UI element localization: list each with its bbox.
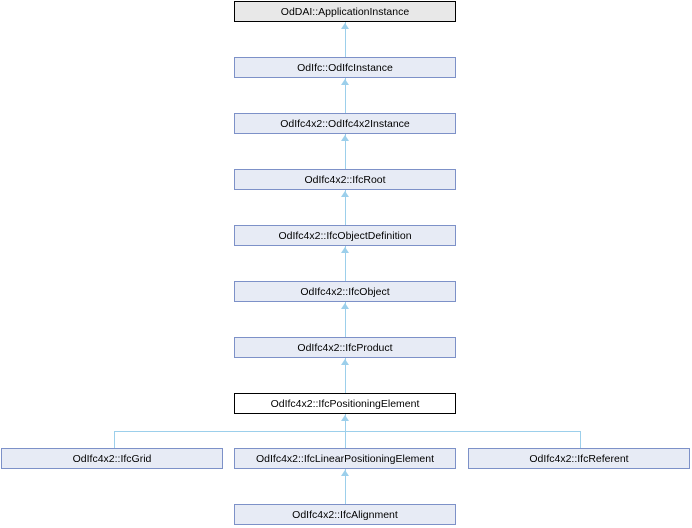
class-node-label: OdIfc4x2::IfcObjectDefinition [278, 229, 412, 242]
inheritance-edge-line [114, 431, 115, 448]
inheritance-edge-line [345, 78, 346, 113]
inheritance-edge-line [580, 431, 581, 448]
class-node-label: OdIfc4x2::IfcGrid [72, 452, 152, 465]
class-node-odifc4x2-ifcroot[interactable]: OdIfc4x2::IfcRoot [234, 169, 456, 190]
class-node-label: OdIfc4x2::IfcObject [300, 285, 390, 298]
class-node-label: OdIfc4x2::IfcReferent [529, 452, 629, 465]
arrow-up-icon [341, 247, 349, 253]
class-node-label: OdIfc4x2::IfcProduct [297, 341, 393, 354]
class-node-odifc4x2-ifcproduct[interactable]: OdIfc4x2::IfcProduct [234, 337, 456, 358]
arrow-up-icon [341, 303, 349, 309]
arrow-up-icon [341, 191, 349, 197]
class-node-label: OdIfc4x2::OdIfc4x2Instance [280, 117, 410, 130]
inheritance-edge-line [345, 431, 346, 448]
inheritance-edge-line [345, 22, 346, 57]
arrow-up-icon [341, 359, 349, 365]
inheritance-edge-line [345, 358, 346, 393]
class-node-label: OdIfc4x2::IfcLinearPositioningElement [255, 452, 434, 465]
class-node-label: OdIfc::OdIfcInstance [297, 61, 393, 74]
class-node-label: OdIfc4x2::IfcAlignment [292, 508, 398, 521]
arrow-up-icon [341, 79, 349, 85]
arrow-up-icon [341, 23, 349, 29]
inheritance-edge-bus [114, 431, 580, 432]
inheritance-edge-line [345, 190, 346, 225]
class-node-odifc4x2-ifclinearpositioningelement[interactable]: OdIfc4x2::IfcLinearPositioningElement [234, 448, 456, 469]
class-node-odifc4x2-ifcgrid[interactable]: OdIfc4x2::IfcGrid [1, 448, 223, 469]
class-node-label: OdIfc4x2::IfcPositioningElement [270, 397, 420, 410]
inheritance-edge-line [345, 469, 346, 504]
class-node-odifc-odifcinstance[interactable]: OdIfc::OdIfcInstance [234, 57, 456, 78]
inheritance-edge-line [345, 246, 346, 281]
class-node-odifc4x2-ifcalignment[interactable]: OdIfc4x2::IfcAlignment [234, 504, 456, 525]
class-node-odifc4x2-ifcreferent[interactable]: OdIfc4x2::IfcReferent [468, 448, 690, 469]
class-node-label: OdDAI::ApplicationInstance [280, 5, 410, 18]
class-node-odifc4x2-ifcobject[interactable]: OdIfc4x2::IfcObject [234, 281, 456, 302]
arrow-up-icon [341, 415, 349, 421]
class-node-odifc4x2-ifcobjectdefinition[interactable]: OdIfc4x2::IfcObjectDefinition [234, 225, 456, 246]
class-node-label: OdIfc4x2::IfcRoot [304, 173, 386, 186]
arrow-up-icon [341, 135, 349, 141]
class-node-odifc4x2-odifc4x2instance[interactable]: OdIfc4x2::OdIfc4x2Instance [234, 113, 456, 134]
class-node-odifc4x2-ifcpositioningelement: OdIfc4x2::IfcPositioningElement [234, 393, 456, 414]
inheritance-edge-line [345, 302, 346, 337]
arrow-up-icon [341, 470, 349, 476]
inheritance-edge-line [345, 414, 346, 431]
class-node-oddai-applicationinstance: OdDAI::ApplicationInstance [234, 1, 456, 22]
inheritance-edge-line [345, 134, 346, 169]
